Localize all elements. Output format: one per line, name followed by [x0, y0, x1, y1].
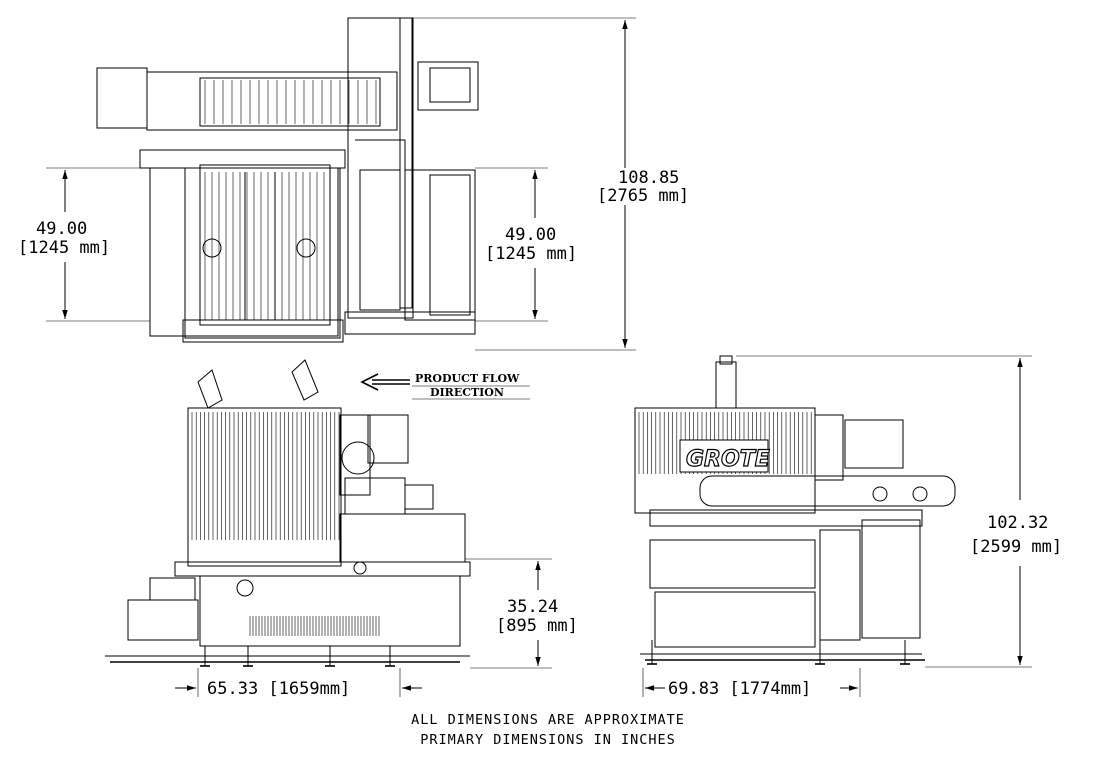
flow-label-line1: PRODUCT FLOW [415, 372, 520, 385]
side-view-right-drawing: GROTE [634, 355, 956, 665]
dim-top-overall-value: 108.85 [618, 168, 679, 188]
dim-side-left-height-metric: [895 mm] [496, 616, 578, 636]
product-flow-arrow: PRODUCT FLOW DIRECTION [360, 372, 530, 400]
dim-side-right-height-value: 102.32 [987, 513, 1048, 533]
dim-top-overall: 108.85 [2765 mm] [413, 17, 689, 351]
note-approximate: ALL DIMENSIONS ARE APPROXIMATE [411, 712, 685, 728]
dim-side-left-height-value: 35.24 [507, 597, 558, 617]
dim-top-left: 49.00 [1245 mm] [18, 167, 150, 322]
note-inches: PRIMARY DIMENSIONS IN INCHES [420, 732, 676, 748]
dim-top-right-metric: [1245 mm] [485, 244, 577, 264]
dim-top-left-value: 49.00 [36, 219, 87, 239]
dim-top-right: 49.00 [1245 mm] [475, 167, 577, 322]
side-view-left-drawing [105, 359, 471, 667]
dim-side-left-height: 35.24 [895 mm] [465, 558, 578, 669]
grote-logo: GROTE [686, 447, 770, 472]
top-view-drawing [96, 17, 479, 343]
dim-side-left-width: 65.33 [1659mm] [175, 668, 422, 699]
dim-side-right-width-text: 69.83 [1774mm] [668, 679, 811, 699]
dim-side-right-height: 102.32 [2599 mm] [736, 355, 1062, 668]
flow-label-line2: DIRECTION [430, 386, 504, 399]
dim-side-right-height-metric: [2599 mm] [970, 537, 1062, 557]
dim-top-right-value: 49.00 [505, 225, 556, 245]
dim-side-left-width-text: 65.33 [1659mm] [207, 679, 350, 699]
dim-side-right-width: 69.83 [1774mm] [642, 668, 861, 699]
dim-top-overall-metric: [2765 mm] [597, 186, 689, 206]
dim-top-left-metric: [1245 mm] [18, 238, 110, 258]
